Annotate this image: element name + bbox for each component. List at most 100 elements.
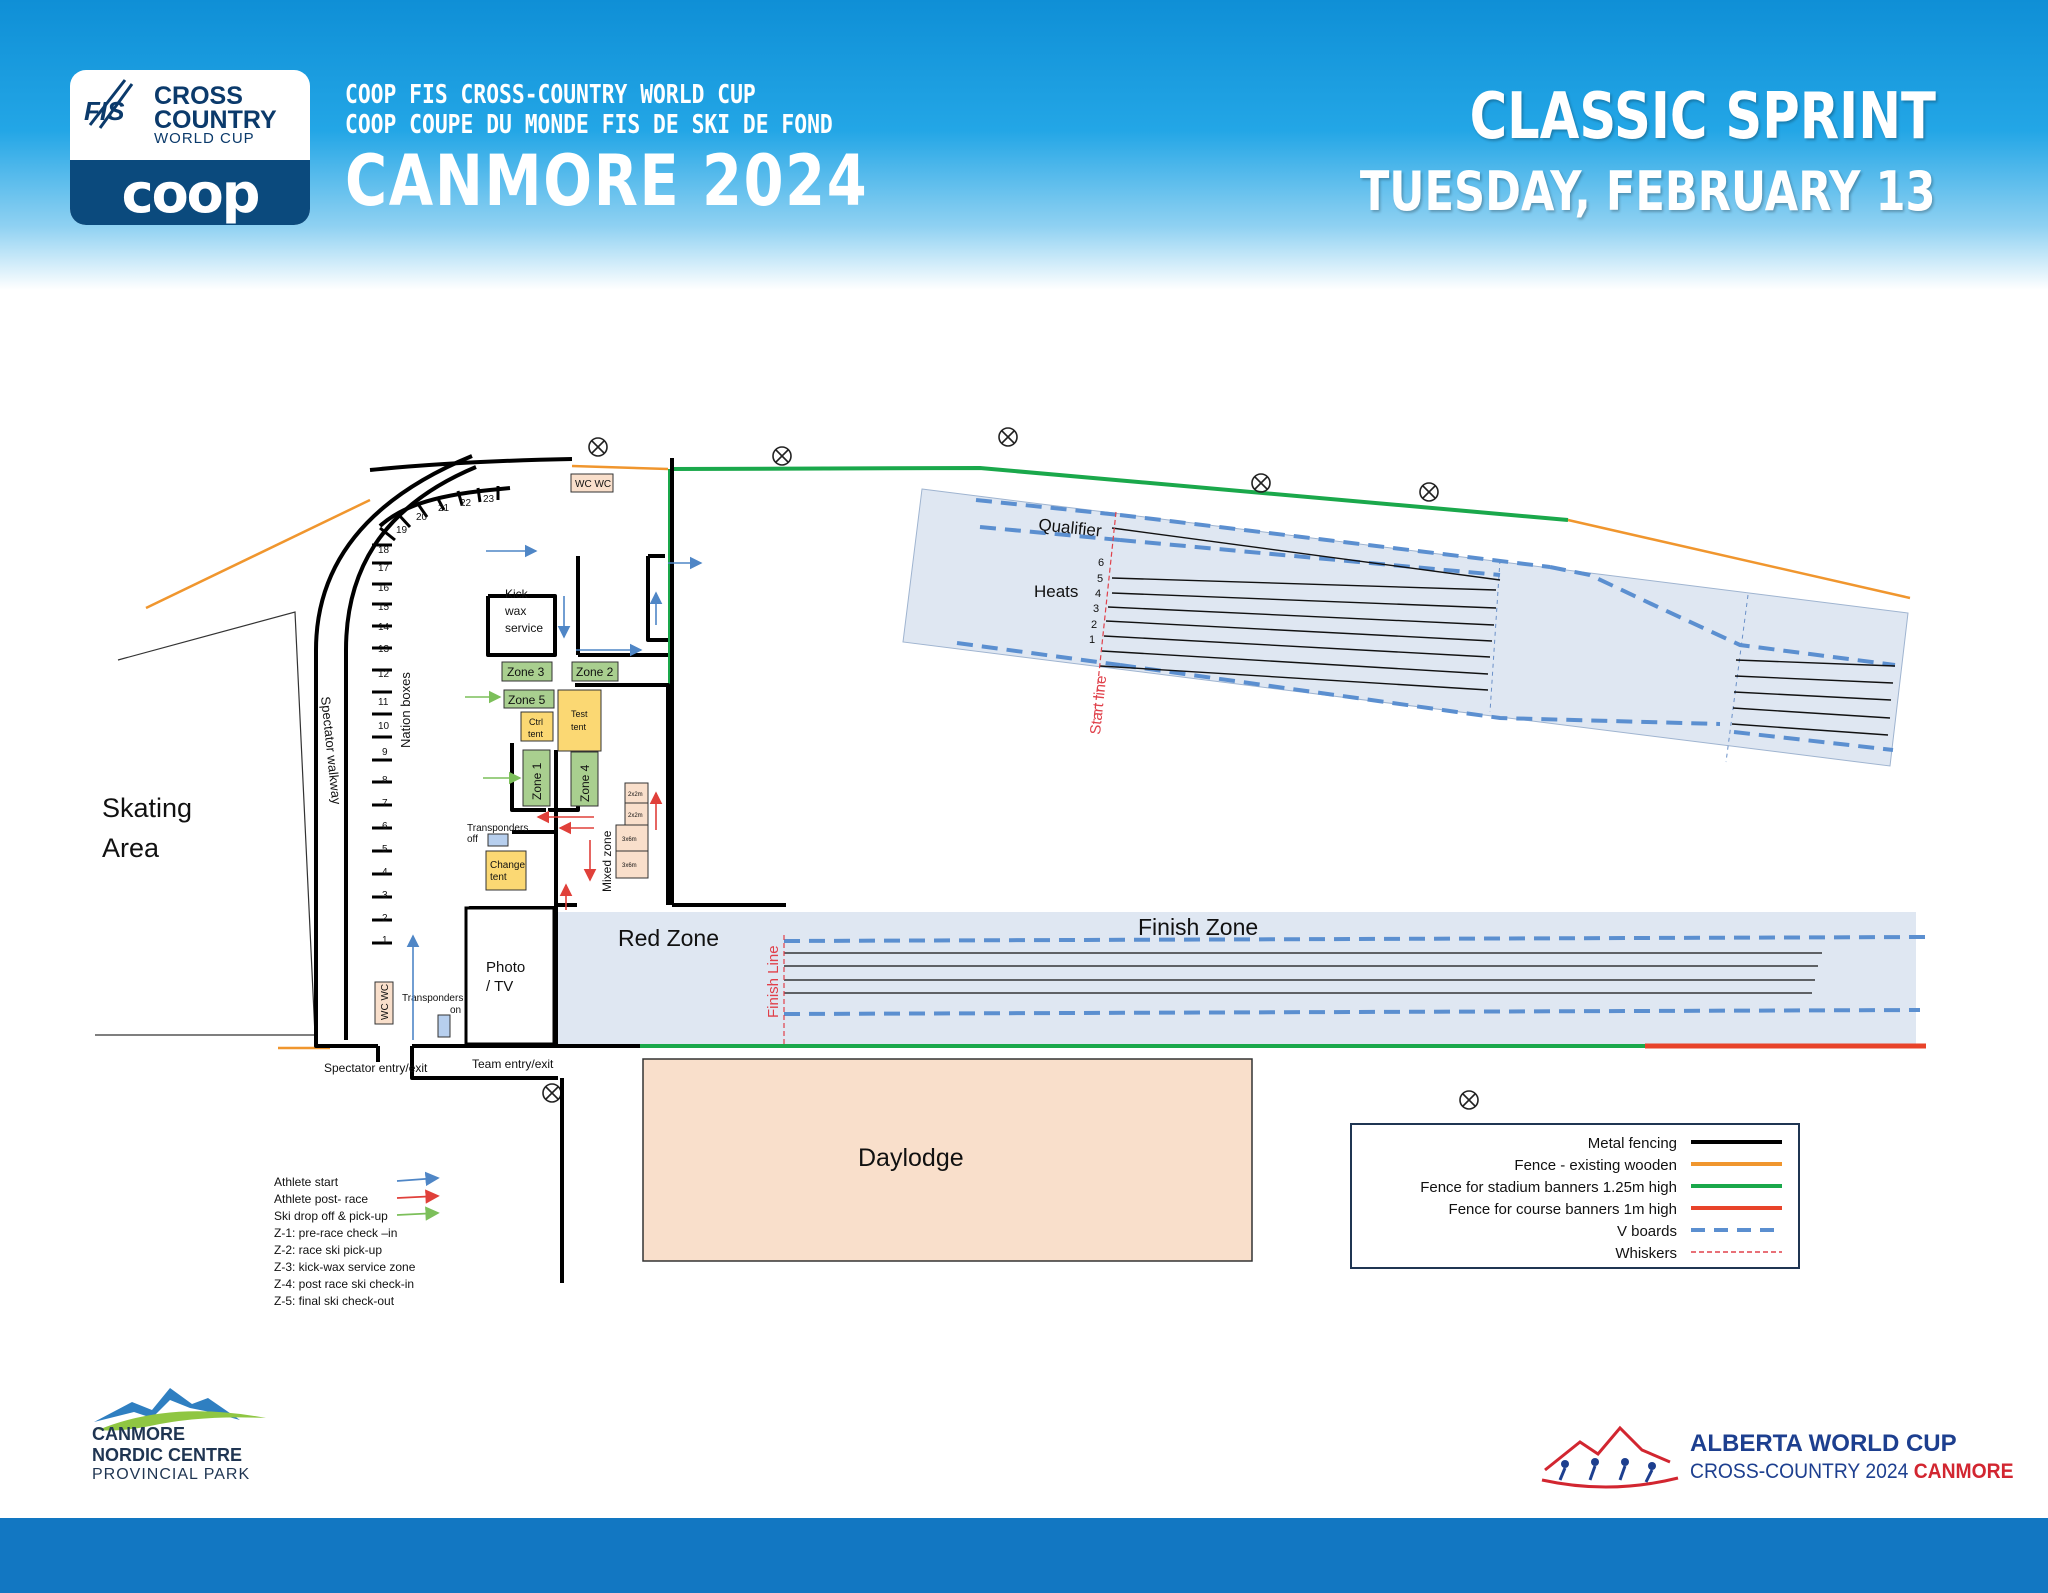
footer-left-line2: NORDIC CENTRE — [92, 1445, 243, 1465]
nation-box-number: 1 — [382, 935, 388, 946]
change-tent-line: tent — [490, 872, 507, 883]
transponders-on: Transponders on — [402, 993, 463, 1038]
start-line-label: Start line — [1087, 675, 1110, 736]
wooden-fences — [145, 464, 1911, 1050]
arrow-legend-label: Athlete post- race — [274, 1192, 368, 1206]
daylodge: Daylodge — [642, 1058, 1253, 1262]
arrow-legend-label: Athlete start — [274, 1175, 339, 1189]
start-area: Start line Qualifier Heats 6 5 4 3 2 1 — [902, 488, 1909, 767]
legend-label: Fence for course banners 1m high — [1449, 1201, 1677, 1218]
test-tent: Test tent — [557, 689, 602, 752]
closed-marker-icon — [772, 446, 792, 466]
transponders-off-line: Transponders — [467, 823, 528, 834]
footer-right-line2a: CROSS-COUNTRY 2024 — [1690, 1460, 1909, 1483]
closed-marker-icon — [588, 437, 608, 457]
line-legend: Metal fencing Fence - existing wooden Fe… — [1350, 1123, 1800, 1269]
fis-coop-logo: FIS CROSS COUNTRY WORLD CUP coop — [70, 70, 310, 225]
kick-wax-line: Kick — [505, 587, 529, 601]
closed-marker-icon — [1419, 482, 1439, 502]
mixed-zone: Mixed zone 2x2m 2x2m 3x6m 3x6m — [600, 782, 649, 892]
ski-drop-arrows — [465, 690, 522, 785]
zone-3-label: Zone 3 — [507, 665, 545, 679]
footer-left-line1: CANMORE — [92, 1424, 185, 1444]
zone-legend-entry: Z-4: post race ski check-in — [274, 1277, 414, 1291]
logo-fis-text: FIS — [84, 96, 125, 126]
race-title: CLASSIC SPRINT — [1469, 80, 1936, 154]
zone-1: Zone 1 — [522, 749, 551, 807]
coop-band — [70, 160, 310, 225]
nation-boxes-label: Nation boxes — [398, 672, 413, 748]
nation-box-number: 18 — [378, 545, 390, 556]
zone-legend-entry: Z-1: pre-race check –in — [274, 1226, 397, 1240]
legend-label: Fence - existing wooden — [1514, 1157, 1677, 1174]
kick-wax-line: service — [505, 621, 543, 635]
ctrl-tent-line: tent — [528, 729, 544, 739]
legend-label: Fence for stadium banners 1.25m high — [1420, 1179, 1677, 1196]
mixed-box-label: 2x2m — [628, 792, 643, 798]
zone-2-label: Zone 2 — [576, 665, 614, 679]
skating-area-label-1: Skating — [102, 793, 192, 823]
nation-box-number: 7 — [382, 798, 388, 809]
zone-5-label: Zone 5 — [508, 693, 546, 707]
red-zone-label: Red Zone — [618, 925, 719, 951]
test-tent-line: Test — [571, 709, 588, 719]
legend-label: V boards — [1617, 1223, 1677, 1240]
nordic-centre-mountain-icon — [94, 1388, 266, 1431]
spectator-walkway-label: Spectator walkway — [318, 696, 344, 806]
photo-tv-line: Photo — [486, 959, 525, 976]
wc-bottom-label: WC WC — [380, 984, 391, 1020]
closed-marker-icon — [998, 427, 1018, 447]
team-entry-label: Team entry/exit — [472, 1057, 554, 1071]
nation-box-number: 20 — [416, 512, 428, 523]
nation-box-number: 19 — [396, 525, 408, 536]
arrow-legend: Athlete start Athlete post- race Ski dro… — [274, 1171, 440, 1308]
logo-cross-country: CROSS COUNTRY — [154, 84, 277, 134]
nation-box-number: 11 — [378, 697, 389, 708]
kick-wax-line: wax — [504, 604, 526, 618]
nation-box-number: 23 — [483, 494, 495, 505]
footer-right-line1: ALBERTA WORLD CUP — [1690, 1430, 1957, 1457]
wc-top-label: WC WC — [575, 479, 611, 490]
event-line-french: COOP COUPE DU MONDE FIS DE SKI DE FOND — [345, 110, 833, 140]
finish-line-label: Finish Line — [765, 945, 782, 1018]
finish-area: Finish Line Finish Zone Red Zone — [558, 912, 1926, 1049]
nation-box-number: 22 — [460, 498, 472, 509]
start-line-whiskers — [1093, 511, 1117, 721]
nation-box-number: 4 — [382, 867, 388, 878]
photo-tv: Photo / TV — [464, 906, 556, 1046]
arrow-legend-label: Ski drop off & pick-up — [274, 1209, 388, 1223]
heat-number: 6 — [1098, 557, 1104, 569]
heat-number: 1 — [1089, 634, 1095, 646]
skating-area-label-2: Area — [102, 833, 160, 863]
nation-box-number: 16 — [378, 583, 390, 594]
nation-box-numbers: 1 2 3 4 5 6 7 8 9 10 11 12 13 14 15 16 1… — [378, 494, 495, 946]
spectator-entry-label: Spectator entry/exit — [324, 1061, 428, 1075]
closed-marker-icon — [542, 1083, 562, 1103]
test-tent-line: tent — [571, 722, 587, 732]
zone-legend-entry: Z-2: race ski pick-up — [274, 1243, 382, 1257]
heat-lanes — [1099, 527, 1896, 736]
heat-number: 3 — [1093, 603, 1099, 615]
nation-box-number: 15 — [378, 602, 390, 613]
finish-zone-label: Finish Zone — [1138, 914, 1258, 940]
logo-line-country: COUNTRY — [154, 106, 277, 134]
heat-number: 4 — [1095, 588, 1101, 600]
athlete-post-race-arrows — [536, 791, 663, 910]
transponders-off-line: off — [467, 834, 478, 845]
nation-box-number: 8 — [382, 775, 388, 786]
zone-4: Zone 4 — [570, 751, 599, 807]
closed-markers — [542, 427, 1479, 1110]
ctrl-tent-line: Ctrl — [529, 717, 543, 727]
nation-box-number: 2 — [382, 913, 388, 924]
athlete-start-arrows — [406, 544, 703, 1040]
wc-top: WC WC — [570, 473, 614, 493]
footer-right-line2: CROSS-COUNTRY 2024 CANMORE — [1690, 1460, 2014, 1484]
nation-box-number: 5 — [382, 844, 388, 855]
zone-legend-entry: Z-3: kick-wax service zone — [274, 1260, 416, 1274]
nation-box-number: 13 — [378, 644, 390, 655]
change-tent: Change tent — [485, 850, 527, 891]
race-date: TUESDAY, FEBRUARY 13 — [1360, 160, 1936, 223]
zone-5: Zone 5 — [503, 689, 555, 709]
closed-marker-icon — [1459, 1090, 1479, 1110]
